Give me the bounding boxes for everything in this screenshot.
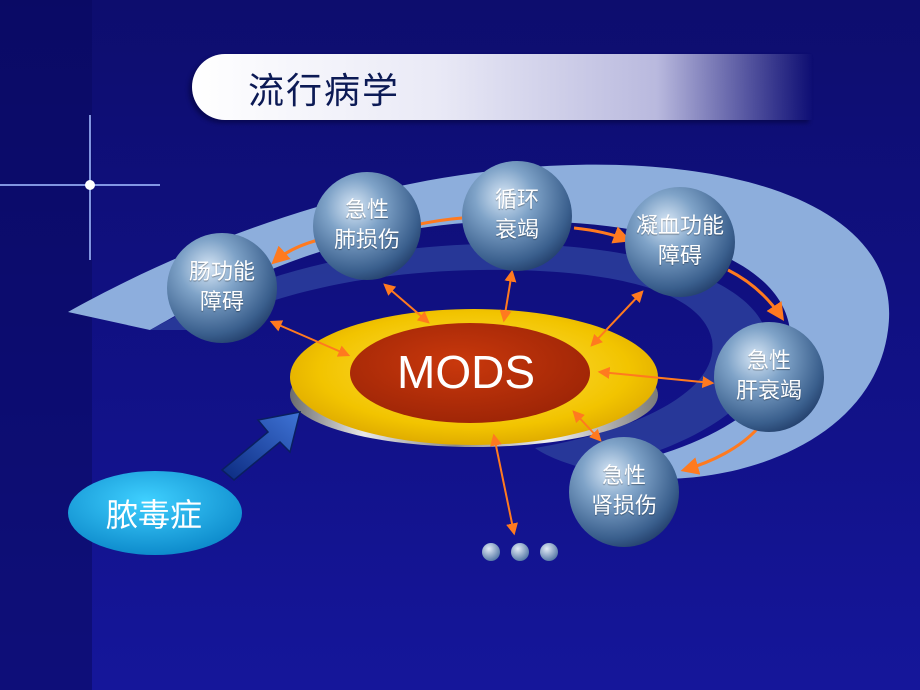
node-line2: 肺损伤: [333, 228, 401, 253]
node-acute-lung-injury: 急性 肺损伤: [334, 196, 400, 256]
left-band: [0, 0, 92, 690]
node-coagulation-disorder: 凝血功能 障碍: [636, 212, 724, 272]
node-lung-sphere: [313, 172, 421, 280]
title-bar: [192, 54, 812, 120]
arrow-circ-to-coag: [573, 226, 632, 244]
node-spheres: [167, 161, 824, 547]
center-platform: [290, 309, 658, 447]
node-line2: 障碍: [199, 290, 245, 315]
node-line1: 肠功能: [188, 260, 256, 285]
node-line1: 急性: [601, 464, 647, 489]
arrow-kidney-center: [572, 410, 602, 442]
node-line1: 急性: [746, 349, 792, 374]
node-line1: 凝血功能: [635, 214, 725, 239]
page-title: 流行病学: [248, 71, 401, 112]
node-line2: 障碍: [657, 244, 703, 269]
node-gut-sphere: [167, 233, 277, 343]
arrow-center-more: [490, 433, 518, 536]
node-coagulation-sphere: [625, 187, 735, 297]
sepsis-label: 脓毒症: [105, 496, 203, 534]
arrow-lung-to-circ: [419, 216, 463, 226]
arrow-lung-to-gut: [271, 238, 319, 265]
node-circulation-sphere: [462, 161, 572, 271]
node-line2: 衰竭: [494, 218, 540, 243]
sparkle-icon: [0, 115, 160, 260]
node-line2: 肝衰竭: [735, 379, 803, 404]
arrow-liver-to-kidney: [680, 426, 760, 475]
node-gut-dysfunction: 肠功能 障碍: [189, 258, 255, 318]
node-line2: 肾损伤: [590, 494, 658, 519]
mods-label: MODS: [397, 346, 535, 398]
swoosh-outer: [68, 164, 890, 479]
arrow-gut-center: [269, 320, 351, 357]
cause-ellipse: [68, 471, 242, 555]
arrow-liver-center: [597, 366, 715, 389]
radial-arrows: [269, 269, 715, 536]
block-arrow-icon: [220, 411, 302, 481]
arrow-coag-to-liver: [727, 268, 784, 321]
dots-icon: [482, 543, 558, 561]
node-circulatory-failure: 循环 衰竭: [495, 186, 539, 246]
node-liver-sphere: [714, 322, 824, 432]
arrow-circ-center: [499, 269, 517, 323]
arrow-lung-center: [383, 283, 430, 324]
mods-core: [350, 323, 590, 423]
node-acute-liver-failure: 急性 肝衰竭: [736, 347, 802, 407]
node-acute-kidney-injury: 急性 肾损伤: [591, 462, 657, 522]
node-kidney-sphere: [569, 437, 679, 547]
node-line1: 急性: [344, 198, 390, 223]
arrow-coag-center: [590, 290, 644, 347]
node-line1: 循环: [494, 188, 540, 213]
cycle-arrows: [271, 216, 784, 475]
